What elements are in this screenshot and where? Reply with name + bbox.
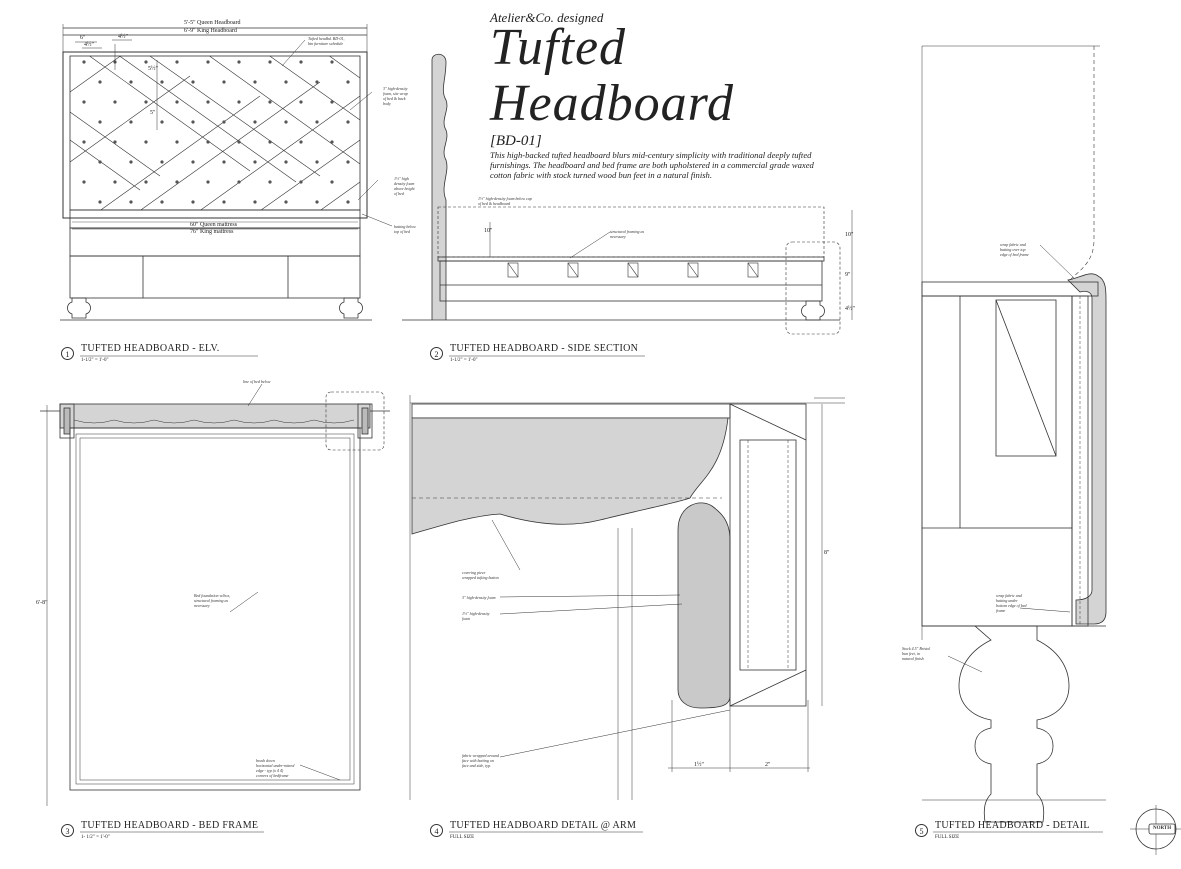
view-title-4: TUFTED HEADBOARD DETAIL @ ARM	[450, 820, 637, 831]
view-number-2: 2	[430, 347, 443, 360]
view-scale-5: FULL SIZE	[935, 835, 960, 840]
dim-9: 9"	[845, 272, 851, 278]
view-scale-3: 1- 1/2" = 1'-0"	[81, 835, 110, 840]
arm-detail-view	[409, 395, 845, 800]
north-arrow-icon: NORTH	[1153, 826, 1172, 831]
leg-detail-view	[921, 45, 1107, 823]
note-batting: batting below top of bed	[394, 224, 416, 234]
title-line-2: Headboard	[490, 75, 734, 132]
note-wrap-fabric-top: wrap fabric and batting over top edge of…	[1000, 242, 1029, 257]
product-code: [BD-01]	[490, 133, 542, 149]
note-density-foam: 3" high-density foam, site wrap of bed &…	[383, 86, 408, 106]
note-fabric-wrapped: fabric wrapped around face with batting …	[462, 753, 499, 768]
note-hd-foam-3: 3" high-density foam	[462, 595, 496, 600]
view-scale-2: 1-1/2" = 1'-0"	[450, 358, 478, 363]
note-covering-piece: covering piece wrapped tufting button	[462, 570, 499, 580]
dim-1: 1½"	[694, 762, 704, 768]
view-title-3: TUFTED HEADBOARD - BED FRAME	[81, 820, 259, 831]
view-title-5: TUFTED HEADBOARD - DETAIL	[935, 820, 1090, 831]
note-bun-feet: Stock 4.5" Bristol bun feet, in natural …	[902, 646, 931, 661]
dim-queen-headboard: 5'-5" Queen Headboard	[184, 20, 241, 26]
dim-10: 10"	[484, 228, 493, 234]
dim-2: 2"	[765, 762, 771, 768]
view-number-4: 4	[430, 824, 443, 837]
dim-6: 6"	[80, 35, 86, 41]
note-brush-down: brush down horizontal under-mitred edge …	[256, 758, 295, 778]
dim-king-headboard: 6'-9" King Headboard	[184, 28, 237, 34]
dim-4c: 4½"	[845, 306, 855, 312]
view-number-3: 3	[61, 824, 74, 837]
note-bed-foundation: Bed foundation w/box, structural framing…	[194, 593, 231, 608]
note-wrap-fabric-under: wrap fabric and batting under bottom edg…	[996, 593, 1027, 613]
product-description: This high-backed tufted headboard blurs …	[490, 150, 814, 180]
elevation-view	[60, 24, 393, 321]
note-hd-foam-1: 1½" high-density foam	[462, 611, 490, 621]
dim-4b: 4½"	[118, 34, 128, 40]
view-title-2: TUFTED HEADBOARD - SIDE SECTION	[450, 343, 639, 354]
view-number-1: 1	[61, 347, 74, 360]
dim-6-8: 6'-8"	[36, 600, 48, 606]
view-title-1: TUFTED HEADBOARD - ELV.	[81, 343, 220, 354]
dim-4a: 4½"	[84, 42, 94, 48]
title-line-1: Tufted	[490, 19, 627, 76]
dim-5b: 5"	[150, 110, 156, 116]
dim-8: 8"	[824, 550, 830, 556]
dim-king-mattress: 76" King mattress	[190, 229, 234, 235]
brand-line: Atelier&Co. designed	[490, 10, 604, 25]
side-section-view	[402, 53, 853, 335]
note-line-of-bed: line of bed below	[243, 379, 271, 384]
view-scale-1: 1-1/2" = 1'-0"	[81, 358, 109, 363]
note-tufted-schedule: Tufted headbd. BD-01, btn furniture sche…	[308, 36, 345, 46]
view-scale-4: FULL SIZE	[450, 835, 475, 840]
dim-10b: 10"	[845, 232, 854, 238]
dim-5a: 5½"	[148, 66, 158, 72]
note-structural-framing: structural framing as necessary	[610, 229, 645, 239]
bed-frame-plan-view	[40, 383, 390, 806]
dim-queen-mattress: 60" Queen mattress	[190, 222, 238, 228]
note-high-density-below: 1½" high-density foam below cap of bed &…	[478, 196, 532, 206]
note-foam-above: 1½" high density foam above height of be…	[394, 176, 415, 196]
view-number-5: 5	[915, 824, 928, 837]
